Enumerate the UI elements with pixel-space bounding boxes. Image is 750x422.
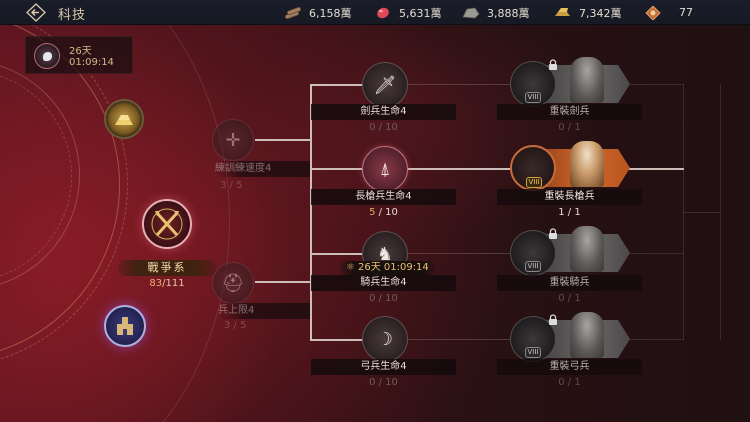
gold-bars-icon [553, 6, 573, 20]
connector [310, 168, 365, 170]
connector [255, 139, 311, 141]
bow-crosshair-icon: ✛ [225, 129, 241, 151]
troop-portrait [570, 57, 604, 103]
gem-badge-icon [643, 4, 663, 21]
troop-card-heavy-spearman[interactable]: VIII [510, 141, 630, 191]
category-war-label: 戰爭系 [118, 260, 216, 276]
troop-progress: 0 / 1 [558, 377, 581, 388]
spear-icon: ⍋ [379, 158, 391, 180]
back-button[interactable] [26, 3, 46, 22]
resource-value: 6,158萬 [309, 6, 352, 20]
tech-node-label: 劍兵生命4 [311, 104, 456, 120]
connector [683, 212, 720, 213]
tech-node-label: 兵上限4 [218, 303, 310, 319]
page-title: 科技 [58, 8, 87, 23]
category-economy[interactable] [104, 99, 144, 139]
tech-node-swordsman-hp[interactable]: 🗡 [362, 62, 408, 108]
castle-medal-icon [117, 317, 133, 335]
connector [310, 339, 365, 341]
back-arrow-icon [26, 3, 46, 22]
category-war[interactable] [142, 199, 192, 249]
bow-icon: ☽ [376, 328, 394, 350]
resource-value: 5,631萬 [399, 6, 442, 20]
bow-seal-icon: VIII [510, 316, 556, 362]
connector [628, 84, 684, 85]
troop-progress: 0 / 1 [558, 293, 581, 304]
connector [628, 253, 684, 254]
resource-value: 7,342萬 [579, 6, 622, 20]
connector [407, 84, 517, 85]
horse-head-icon: ♞ [376, 243, 394, 265]
tech-node-progress: 3 / 5 [220, 180, 243, 191]
tech-node-progress: 5 / 10 [369, 207, 398, 218]
lock-icon [549, 314, 557, 325]
connector [407, 253, 517, 254]
tech-node-label: 騎兵生命4 [311, 275, 456, 291]
tech-node-training-speed[interactable]: ✛ [212, 119, 254, 161]
timer-time: 01:09:14 [69, 57, 114, 68]
troop-card-heavy-archer[interactable]: VIII [510, 312, 630, 362]
horse-seal-icon: VIII [510, 230, 556, 276]
connector [310, 253, 365, 255]
tech-node-label: 練訓練速度4 [215, 161, 310, 177]
resource-value: 77 [679, 6, 693, 19]
troop-label: 重裝弓兵 [497, 359, 642, 375]
connector [628, 339, 684, 340]
connector [407, 339, 517, 340]
resource-food[interactable]: 5,631萬 [373, 0, 442, 25]
category-development[interactable] [104, 305, 146, 347]
tech-node-progress: 0 / 10 [369, 122, 398, 133]
connector [407, 168, 517, 170]
resource-stone[interactable]: 3,888萬 [461, 0, 530, 25]
troop-portrait [570, 226, 604, 272]
crossed-swords-medal-icon [151, 208, 183, 240]
knight-horse-icon [34, 43, 60, 69]
troop-portrait [570, 141, 604, 187]
connector [255, 281, 311, 283]
gold-bars-medal-icon [115, 115, 133, 125]
research-timer-panel[interactable]: 26天 01:09:14 [25, 36, 133, 74]
crossed-swords-seal-icon: VIII [510, 61, 556, 107]
connector [628, 168, 684, 170]
tech-node-label: 長槍兵生命4 [311, 189, 456, 205]
troop-label: 重裝長槍兵 [497, 189, 642, 205]
troop-progress: 1 / 1 [558, 207, 581, 218]
connector [720, 84, 721, 340]
resource-value: 3,888萬 [487, 6, 530, 20]
meat-icon [373, 6, 393, 20]
research-timer-badge: ⚛26天 01:09:14 [340, 261, 435, 275]
tech-node-troop-capacity[interactable]: ⛑ [212, 262, 254, 304]
tech-node-progress: 3 / 5 [224, 320, 247, 331]
spear-seal-icon: VIII [510, 145, 556, 191]
connector [310, 84, 365, 86]
resource-gold[interactable]: 7,342萬 [553, 0, 622, 25]
tech-node-label: 弓兵生命4 [311, 359, 456, 375]
lock-icon [549, 59, 557, 70]
tech-node-progress: 0 / 10 [369, 377, 398, 388]
helmet-plus-icon: ⛑ [221, 272, 245, 294]
resource-gems[interactable]: 77 [643, 0, 693, 25]
troop-card-heavy-cavalry[interactable]: VIII [510, 226, 630, 276]
troop-progress: 0 / 1 [558, 122, 581, 133]
tech-node-archer-hp[interactable]: ☽ [362, 316, 408, 362]
troop-label: 重裝騎兵 [497, 275, 642, 291]
sword-icon: 🗡 [373, 74, 397, 96]
category-war-progress: 83/111 [149, 278, 185, 289]
connector [683, 84, 684, 340]
tech-node-spearman-hp[interactable]: ⍋ [362, 146, 408, 192]
atom-icon: ⚛ [346, 262, 355, 273]
top-bar: 科技 6,158萬 5,631萬 3,888萬 7,342萬 77 [0, 0, 750, 25]
resource-wood[interactable]: 6,158萬 [283, 0, 352, 25]
stone-icon [461, 6, 481, 20]
lock-icon [549, 228, 557, 239]
troop-card-heavy-swordsman[interactable]: VIII [510, 57, 630, 107]
troop-label: 重裝劍兵 [497, 104, 642, 120]
timer-days: 26天 [69, 46, 92, 57]
wood-logs-icon [283, 6, 303, 20]
connector [310, 84, 312, 341]
troop-portrait [570, 312, 604, 358]
tech-node-progress: 0 / 10 [369, 293, 398, 304]
